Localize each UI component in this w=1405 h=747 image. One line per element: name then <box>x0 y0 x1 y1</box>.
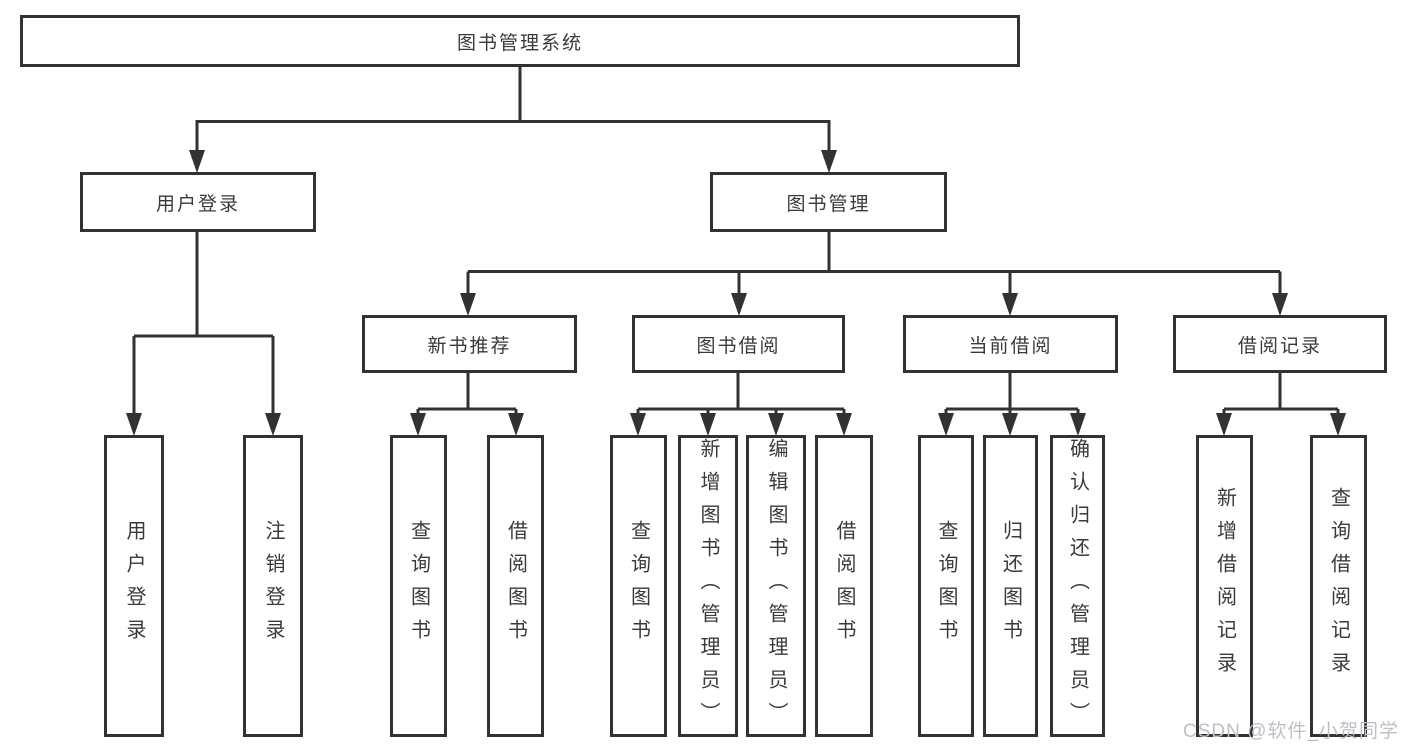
leaf-confirm-return-admin: 确认归还（管理员） <box>1050 435 1105 737</box>
node-label: 当前借阅 <box>968 335 1053 357</box>
leaf-query-books-current: 查询图书 <box>918 435 974 737</box>
node-label: 图书借阅 <box>696 335 781 357</box>
node-label: 查询图书 <box>935 520 957 652</box>
node-label: 用户登录 <box>155 193 240 215</box>
node-label: 查询图书 <box>627 520 650 652</box>
leaf-borrow-books: 借阅图书 <box>815 435 873 737</box>
leaf-edit-books-admin: 编辑图书（管理员） <box>746 435 806 737</box>
node-label: 确认归还（管理员） <box>1066 438 1089 735</box>
node-label: 借阅图书 <box>504 520 527 652</box>
node-label: 用户登录 <box>123 520 145 652</box>
csdn-watermark: CSDN @软件_小贺同学 <box>1183 721 1399 742</box>
node-label: 借阅图书 <box>833 520 855 652</box>
leaf-query-borrow-record: 查询借阅记录 <box>1310 435 1367 737</box>
leaf-query-books-borrowing: 查询图书 <box>610 435 667 737</box>
node-book-management-branch: 图书管理 <box>710 172 947 232</box>
node-label: 编辑图书（管理员） <box>765 438 787 735</box>
leaf-user-login: 用户登录 <box>104 435 164 737</box>
node-book-borrowing: 图书借阅 <box>632 315 845 373</box>
node-label: 图书管理 <box>786 193 871 215</box>
leaf-borrow-books-recommend: 借阅图书 <box>487 435 544 737</box>
leaf-add-books-admin: 新增图书（管理员） <box>678 435 738 737</box>
leaf-query-books-recommend: 查询图书 <box>390 435 447 737</box>
node-current-borrowing: 当前借阅 <box>903 315 1118 373</box>
leaf-return-books: 归还图书 <box>983 435 1038 737</box>
node-label: 归还图书 <box>999 520 1022 652</box>
node-new-book-recommendation: 新书推荐 <box>362 315 577 373</box>
node-label: 注销登录 <box>262 520 284 652</box>
node-label: 新增借阅记录 <box>1213 487 1236 685</box>
node-root-library-system: 图书管理系统 <box>20 15 1020 67</box>
node-label: 图书管理系统 <box>456 32 583 54</box>
node-user-login-branch: 用户登录 <box>80 172 316 232</box>
node-label: 借阅记录 <box>1237 335 1322 357</box>
leaf-logout: 注销登录 <box>243 435 303 737</box>
node-label: 查询图书 <box>407 520 430 652</box>
node-label: 新增图书（管理员） <box>697 438 719 735</box>
node-label: 新书推荐 <box>427 335 512 357</box>
node-borrowing-records: 借阅记录 <box>1173 315 1387 373</box>
leaf-add-borrow-record: 新增借阅记录 <box>1196 435 1253 737</box>
node-label: 查询借阅记录 <box>1327 487 1350 685</box>
arrowheads <box>126 150 1346 436</box>
